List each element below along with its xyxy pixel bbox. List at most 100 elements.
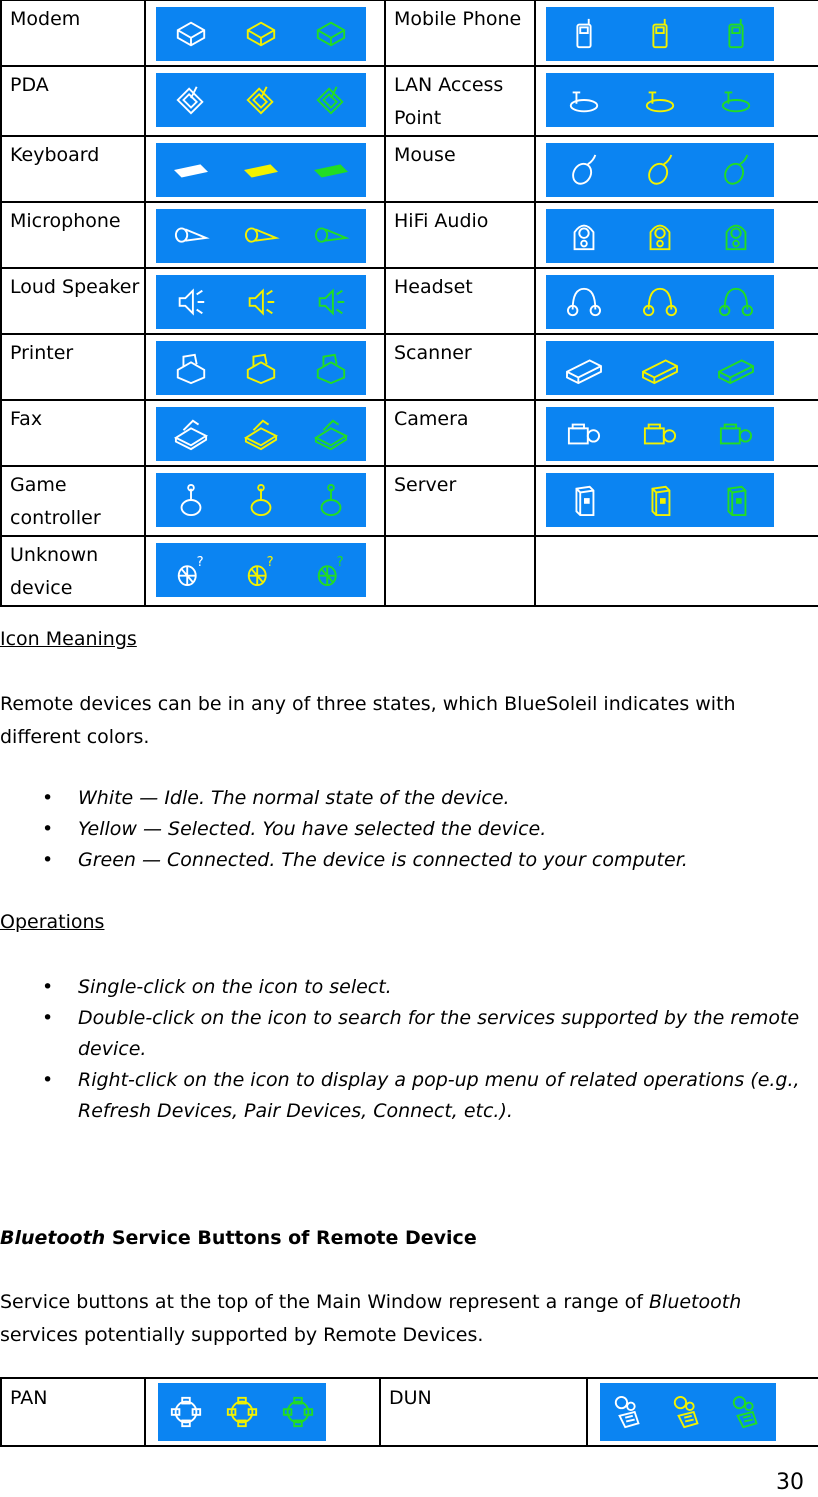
table-row: Keyboard Mouse <box>0 135 818 203</box>
microphone-selected-icon <box>244 227 280 243</box>
server-connected-icon <box>727 485 747 517</box>
hifi-audio-icon <box>546 209 774 263</box>
left-device-label: Unknown device <box>0 535 146 607</box>
svg-text:?: ? <box>267 555 274 570</box>
lan-access-point-connected-icon <box>721 91 751 113</box>
operations-heading: Operations <box>0 911 105 933</box>
left-device-icon-cell <box>144 267 386 335</box>
table-row: Unknown device??? <box>0 535 818 607</box>
left-device-icon-cell: ??? <box>144 535 386 607</box>
printer-connected-icon <box>316 353 346 385</box>
game-controller-icon <box>156 473 366 527</box>
right-device-label: Camera <box>384 399 536 467</box>
svg-text:?: ? <box>197 555 204 570</box>
loud-speaker-selected-icon <box>248 288 275 316</box>
game-controller-idle-icon <box>180 483 202 517</box>
scanner-idle-icon <box>566 359 602 385</box>
right-device-icon-cell <box>534 201 818 269</box>
right-device-label: Mouse <box>384 135 536 203</box>
mouse-selected-icon <box>648 154 673 185</box>
printer-icon <box>156 341 366 395</box>
dun-selected-icon <box>673 1395 699 1429</box>
left-device-label: PDA <box>0 65 146 137</box>
lan-access-point-icon <box>546 73 774 127</box>
fax-icon <box>156 407 366 461</box>
icon-meanings-intro: Remote devices can be in any of three st… <box>0 688 818 754</box>
headset-icon <box>546 275 774 329</box>
keyboard-idle-icon <box>174 164 208 178</box>
left-device-label: Loud Speaker <box>0 267 146 335</box>
fax-idle-icon <box>173 419 209 451</box>
lan-access-point-selected-icon <box>645 91 675 113</box>
hifi-audio-idle-icon <box>573 224 595 251</box>
svg-text:?: ? <box>337 555 344 570</box>
unknown-device-connected-icon: ? <box>317 555 344 587</box>
left-device-label: Modem <box>0 0 146 67</box>
pda-idle-icon <box>176 86 204 115</box>
mobile-phone-connected-icon <box>728 18 744 49</box>
game-controller-connected-icon <box>320 483 342 517</box>
loud-speaker-idle-icon <box>178 288 205 316</box>
left-device-label: Game controller <box>0 465 146 537</box>
table-row: PDA LAN Access Point <box>0 65 818 137</box>
table-row: Game controller Server <box>0 465 818 537</box>
right-device-label: LAN Access Point <box>384 65 536 137</box>
camera-icon <box>546 407 774 461</box>
microphone-icon <box>156 209 366 263</box>
left-device-icon-cell <box>144 65 386 137</box>
right-device-label: Headset <box>384 267 536 335</box>
camera-idle-icon <box>567 423 601 445</box>
right-device-label: Server <box>384 465 536 537</box>
microphone-idle-icon <box>174 227 210 243</box>
microphone-connected-icon <box>314 227 350 243</box>
server-selected-icon <box>651 485 671 517</box>
unknown-device-idle-icon: ? <box>177 555 204 587</box>
dun-idle-icon <box>615 1395 640 1429</box>
pan-idle-icon <box>170 1396 202 1428</box>
dun-connected-icon <box>732 1395 758 1429</box>
fax-selected-icon <box>243 419 279 451</box>
hifi-audio-selected-icon <box>649 224 671 251</box>
left-device-label: Fax <box>0 399 146 467</box>
operation-item-right-click: Right-click on the icon to display a pop… <box>0 1065 818 1127</box>
left-device-icon-cell <box>144 399 386 467</box>
operation-item-double-click: Double-click on the icon to search for t… <box>0 1003 818 1065</box>
icon-meanings-heading: Icon Meanings <box>0 628 137 650</box>
pan-label: PAN <box>0 1377 146 1447</box>
state-item-yellow: Yellow — Selected. You have selected the… <box>0 814 818 845</box>
para-text-2: services potentially supported by Remote… <box>0 1324 484 1346</box>
service-buttons-paragraph: Service buttons at the top of the Main W… <box>0 1286 818 1352</box>
left-device-label: Keyboard <box>0 135 146 203</box>
right-device-label: Mobile Phone <box>384 0 536 67</box>
loud-speaker-connected-icon <box>318 288 345 316</box>
headset-idle-icon <box>567 287 601 317</box>
modem-idle-icon <box>176 21 206 47</box>
left-device-icon-cell <box>144 201 386 269</box>
state-item-white: White — Idle. The normal state of the de… <box>0 783 818 814</box>
scanner-icon <box>546 341 774 395</box>
hifi-audio-connected-icon <box>725 224 747 251</box>
left-device-label: Microphone <box>0 201 146 269</box>
left-device-icon-cell <box>144 135 386 203</box>
page-number: 30 <box>776 1470 804 1495</box>
left-device-icon-cell <box>144 465 386 537</box>
mouse-icon <box>546 143 774 197</box>
headset-connected-icon <box>719 287 753 317</box>
para-text-1: Service buttons at the top of the Main W… <box>0 1291 649 1313</box>
icon-meanings-section: Icon Meanings <box>0 628 818 650</box>
right-device-icon-cell <box>534 65 818 137</box>
keyboard-selected-icon <box>244 164 278 178</box>
right-device-icon-cell <box>534 0 818 67</box>
game-controller-selected-icon <box>250 483 272 517</box>
mouse-connected-icon <box>724 154 749 185</box>
printer-idle-icon <box>176 353 206 385</box>
pan-network-icon <box>158 1383 326 1441</box>
server-icon <box>546 473 774 527</box>
right-device-icon-cell <box>534 333 818 401</box>
operation-item-single-click: Single-click on the icon to select. <box>0 972 818 1003</box>
right-device-icon-cell <box>534 535 818 607</box>
pda-icon <box>156 73 366 127</box>
pan-connected-icon <box>282 1396 314 1428</box>
pda-selected-icon <box>246 86 274 115</box>
